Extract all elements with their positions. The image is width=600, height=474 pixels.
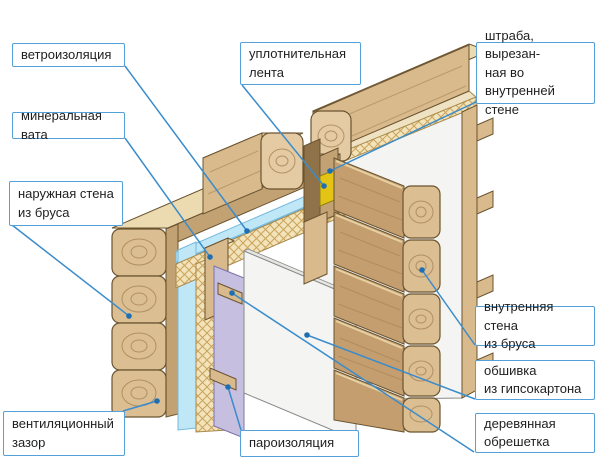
batten-stub [476,117,494,142]
label-outer-wall: наружная стена из бруса [9,181,123,226]
batten-on-vapor-barrier [209,367,237,391]
leader-lines [11,65,477,453]
leader-dot-groove [327,168,333,174]
label-inner-wall: внутренняя стена из бруса [475,299,595,351]
outer-beam-endgrain [111,275,167,324]
leader-dot-gypsum [304,332,310,338]
batten-strip-vertical [461,104,478,399]
groove-shadow [303,138,321,226]
leader-dot-mineral-wool [207,254,213,260]
inner-beam-endgrain [402,239,441,293]
inner-beam-face [333,317,405,397]
leader-dot-inner-wall [419,267,425,273]
label-vapor-barrier: пароизоляция [240,430,359,457]
label-wind-barrier: ветроизоляция [12,43,125,67]
label-mineral-wool: минеральная вата [12,108,125,142]
leader-ventilation-gap [122,400,158,412]
leader-battens [231,292,475,453]
label-wood-battens: деревянная обрешетка [475,413,595,453]
inner-beam-face [333,211,405,293]
inner-beam-face [333,369,405,433]
batten-stub [476,190,494,215]
label-ventilation-gap: вентиляционный зазор [3,411,125,456]
leader-dot-wind-barrier [244,228,250,234]
inner-beam-face [333,157,405,239]
inner-beam-face [333,265,405,345]
leader-dot-battens [229,290,235,296]
leader-dot-vapor-barrier [225,384,231,390]
outer-beam-endgrain [111,228,167,277]
label-sealing-tape: уплотнительная лента [240,42,361,85]
label-groove: штраба, вырезан- ная во внутренней стене [476,28,595,117]
leader-dot-sealing-tape [321,183,327,189]
leader-dot-outer-wall [126,313,132,319]
joint-post [303,211,328,285]
leader-sealing-tape [241,84,325,187]
outer-beam-endgrain [111,369,167,418]
leader-inner-wall [421,269,476,346]
outer-wall-step-beam [202,132,304,215]
leader-gypsum [306,334,476,400]
leader-mineral-wool [124,137,211,258]
inner-wall [333,157,441,433]
batten-stub [476,274,494,299]
label-gypsum-cladding: обшивка из гипсокартона [475,360,595,400]
inner-beam-endgrain [402,185,441,239]
leader-vapor-barrier [227,386,242,431]
leader-wind-barrier [124,65,248,232]
inner-beam-endgrain [402,293,441,345]
leader-groove [329,101,477,172]
outer-beam-endgrain [111,322,167,371]
leader-dot-ventilation-gap [154,398,160,404]
leader-outer-wall [11,224,130,317]
